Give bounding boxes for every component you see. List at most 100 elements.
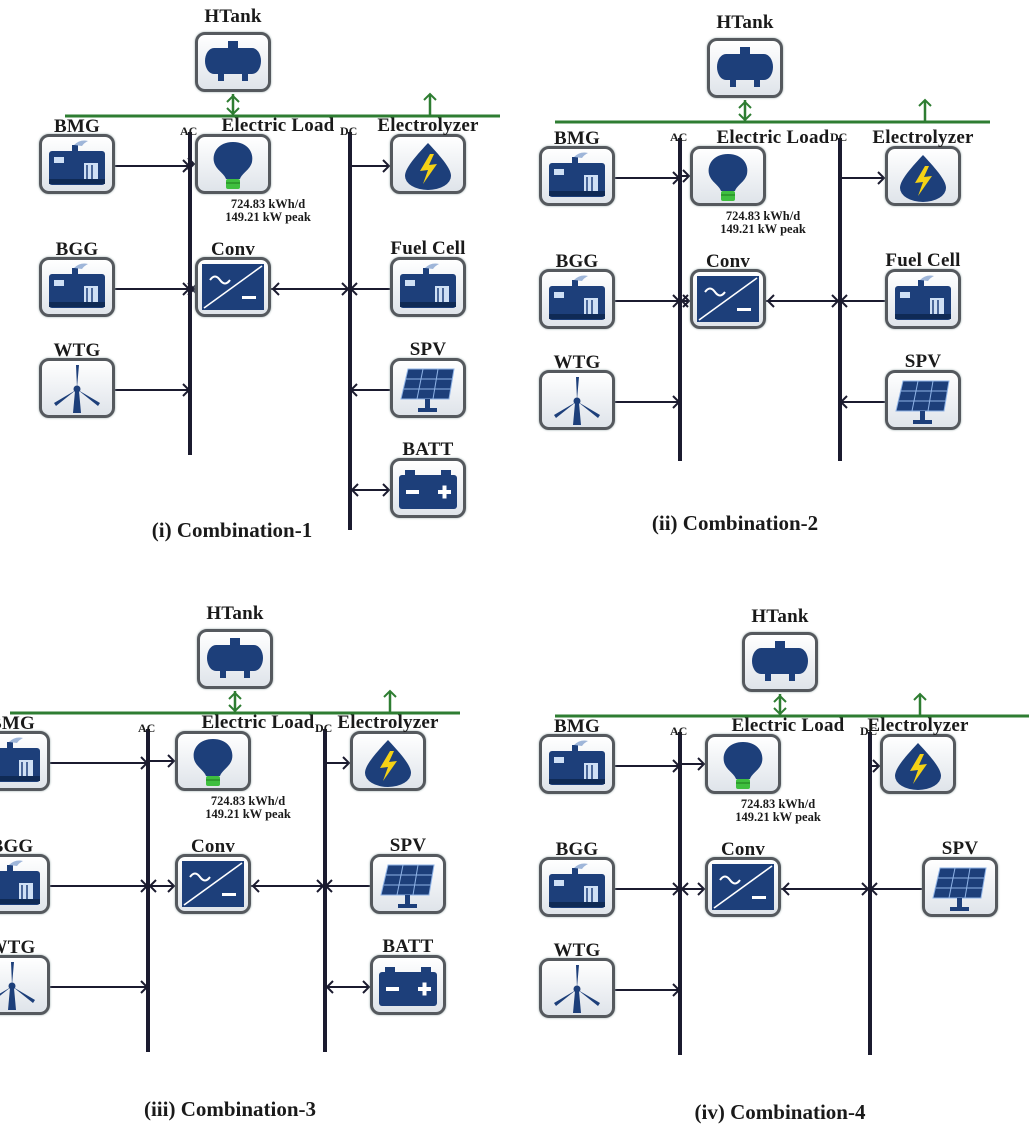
- wiring: [10, 689, 460, 1052]
- conv-dc-arrow-l: [271, 282, 280, 296]
- fc-node: [390, 257, 466, 317]
- electric-load-node: [195, 134, 271, 194]
- bmg-node: [539, 146, 615, 206]
- bmg-node: [39, 134, 115, 194]
- factory-icon: [0, 860, 40, 905]
- converter-node: [175, 854, 251, 914]
- wind-turbine-icon: [54, 365, 100, 413]
- solar-panel-icon: [380, 864, 435, 908]
- load-daily: 724.83 kWh/d: [210, 794, 286, 808]
- bmg-arrow: [140, 756, 149, 770]
- wtg-arrow: [182, 383, 191, 397]
- converter-node: [690, 269, 766, 329]
- wiring: [555, 692, 1029, 1055]
- load-peak: 149.21 kW peak: [720, 222, 806, 236]
- electrolyzer-icon: [365, 740, 411, 787]
- elz-arrow: [872, 759, 881, 773]
- factory-icon: [549, 740, 605, 785]
- hydrogen-tank-icon: [205, 41, 261, 81]
- bgg-label: BGG: [555, 839, 599, 860]
- load-arrow: [187, 157, 196, 171]
- bulb-icon: [213, 142, 253, 189]
- bmg-label: BMG: [0, 713, 35, 734]
- converter-node: [705, 857, 781, 917]
- htank-label: HTank: [751, 606, 809, 627]
- elz-label: Electrolyzer: [867, 715, 969, 736]
- bmg-arrow: [672, 759, 681, 773]
- conv-dc-arrow-l: [251, 879, 260, 893]
- conv-dc-arrow-r: [861, 882, 870, 896]
- batt-arrow-r: [362, 980, 371, 994]
- ac-bus-label: AC: [138, 721, 156, 735]
- batt-node: [390, 458, 466, 518]
- conv-dc-arrow-r: [316, 879, 325, 893]
- electrolyzer-h2-arrow: [383, 689, 397, 698]
- hydrogen-tank-icon: [752, 641, 808, 681]
- ac-bus-label: AC: [670, 130, 688, 144]
- wtg-arrow: [672, 983, 681, 997]
- converter-node: [195, 257, 271, 317]
- conv-dc-arrow-l: [766, 294, 775, 308]
- elz-node: [350, 731, 426, 791]
- converter-icon: [202, 264, 264, 310]
- bmg-node: [539, 734, 615, 794]
- spv-label: SPV: [389, 835, 427, 856]
- bgg-label: BGG: [555, 251, 599, 272]
- conv-ac-arrow-r: [682, 294, 691, 308]
- bgg-arrow: [182, 282, 191, 296]
- dc-bus-label: DC: [315, 721, 333, 735]
- electrolyzer-icon: [900, 155, 946, 202]
- wind-turbine-icon: [554, 965, 600, 1013]
- htank-node: [197, 629, 273, 689]
- fc-node: [885, 269, 961, 329]
- spv-arrow: [349, 383, 358, 397]
- load-peak: 149.21 kW peak: [735, 810, 821, 824]
- factory-icon: [49, 263, 105, 308]
- electrolyzer-h2-arrow: [423, 92, 437, 101]
- load-arrow: [167, 754, 176, 768]
- wtg-label: WTG: [0, 937, 36, 958]
- batt-arrow-l: [325, 980, 334, 994]
- elz-arrow: [342, 756, 351, 770]
- bgg-node: [39, 257, 115, 317]
- conv-dc-arrow-r: [341, 282, 350, 296]
- wtg-arrow: [672, 395, 681, 409]
- htank-arrow-up: [228, 691, 242, 700]
- load-daily: 724.83 kWh/d: [725, 209, 801, 223]
- batt-node: [370, 955, 446, 1015]
- htank-node: [707, 38, 783, 98]
- wtg-label: WTG: [553, 940, 601, 961]
- spv-node: [390, 358, 466, 418]
- bulb-icon: [193, 739, 233, 786]
- bgg-label: BGG: [0, 836, 34, 857]
- ac-bus-label: AC: [670, 724, 688, 738]
- wtg-label: WTG: [553, 352, 601, 373]
- conv-dc-arrow-l: [781, 882, 790, 896]
- spv-arrow: [324, 879, 333, 893]
- conv-ac-arrow-r: [697, 882, 706, 896]
- htank-arrow-down: [228, 704, 242, 713]
- converter-icon: [182, 861, 244, 907]
- factory-icon: [549, 275, 605, 320]
- converter-label: Conv: [210, 239, 256, 260]
- converter-icon: [697, 276, 759, 322]
- wind-turbine-icon: [0, 962, 35, 1010]
- solar-panel-icon: [932, 867, 987, 911]
- conv-ac-arrow-r: [167, 879, 176, 893]
- elz-arrow: [382, 159, 391, 173]
- electric-load-node: [705, 734, 781, 794]
- electric-load-label: Electric Load: [201, 712, 315, 733]
- htank-arrow-up: [226, 94, 240, 103]
- batt-label: BATT: [382, 936, 434, 957]
- spv-arrow: [839, 395, 848, 409]
- bgg-arrow: [672, 882, 681, 896]
- elz-label: Electrolyzer: [872, 127, 974, 148]
- elz-arrow: [877, 171, 886, 185]
- wiring: [555, 98, 990, 461]
- wtg-node: [39, 358, 115, 418]
- spv-node: [370, 854, 446, 914]
